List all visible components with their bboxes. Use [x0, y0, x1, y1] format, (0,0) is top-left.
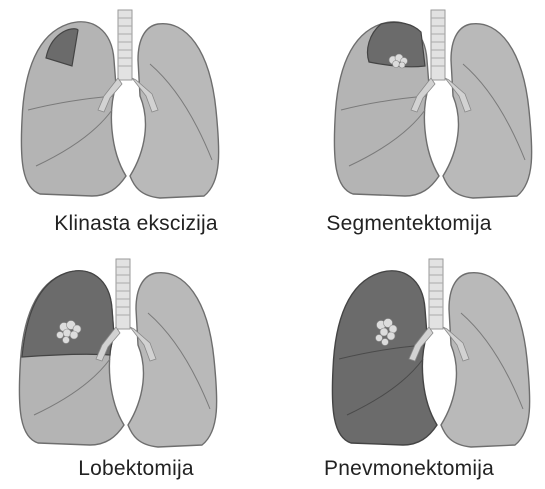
trachea-icon	[429, 259, 443, 329]
panel-lobectomy: Lobektomija	[0, 245, 272, 489]
caption-wedge-excision: Klinasta ekscizija	[0, 212, 272, 236]
left-lung-icon	[443, 24, 532, 198]
resected-lung	[332, 271, 437, 445]
panel-segmentectomy: Segmentektomija	[273, 0, 545, 244]
trachea-icon	[431, 10, 445, 80]
lungs-illustration-pneumo	[273, 245, 545, 489]
lungs-illustration-segment	[273, 0, 545, 244]
lungs-illustration-lobe	[0, 245, 272, 489]
left-lung-icon	[441, 273, 530, 447]
trachea-icon	[118, 10, 132, 80]
caption-lobectomy: Lobektomija	[0, 457, 272, 481]
resected-lobe	[22, 271, 114, 357]
caption-pneumonectomy: Pnevmonektomija	[273, 457, 545, 481]
caption-segmentectomy: Segmentektomija	[273, 212, 545, 236]
left-lung-icon	[130, 24, 219, 198]
lungs-illustration-wedge	[0, 0, 272, 244]
panel-pneumonectomy: Pnevmonektomija	[273, 245, 545, 489]
trachea-icon	[116, 259, 130, 329]
panel-wedge-excision: Klinasta ekscizija	[0, 0, 272, 244]
left-lung-icon	[128, 273, 217, 447]
